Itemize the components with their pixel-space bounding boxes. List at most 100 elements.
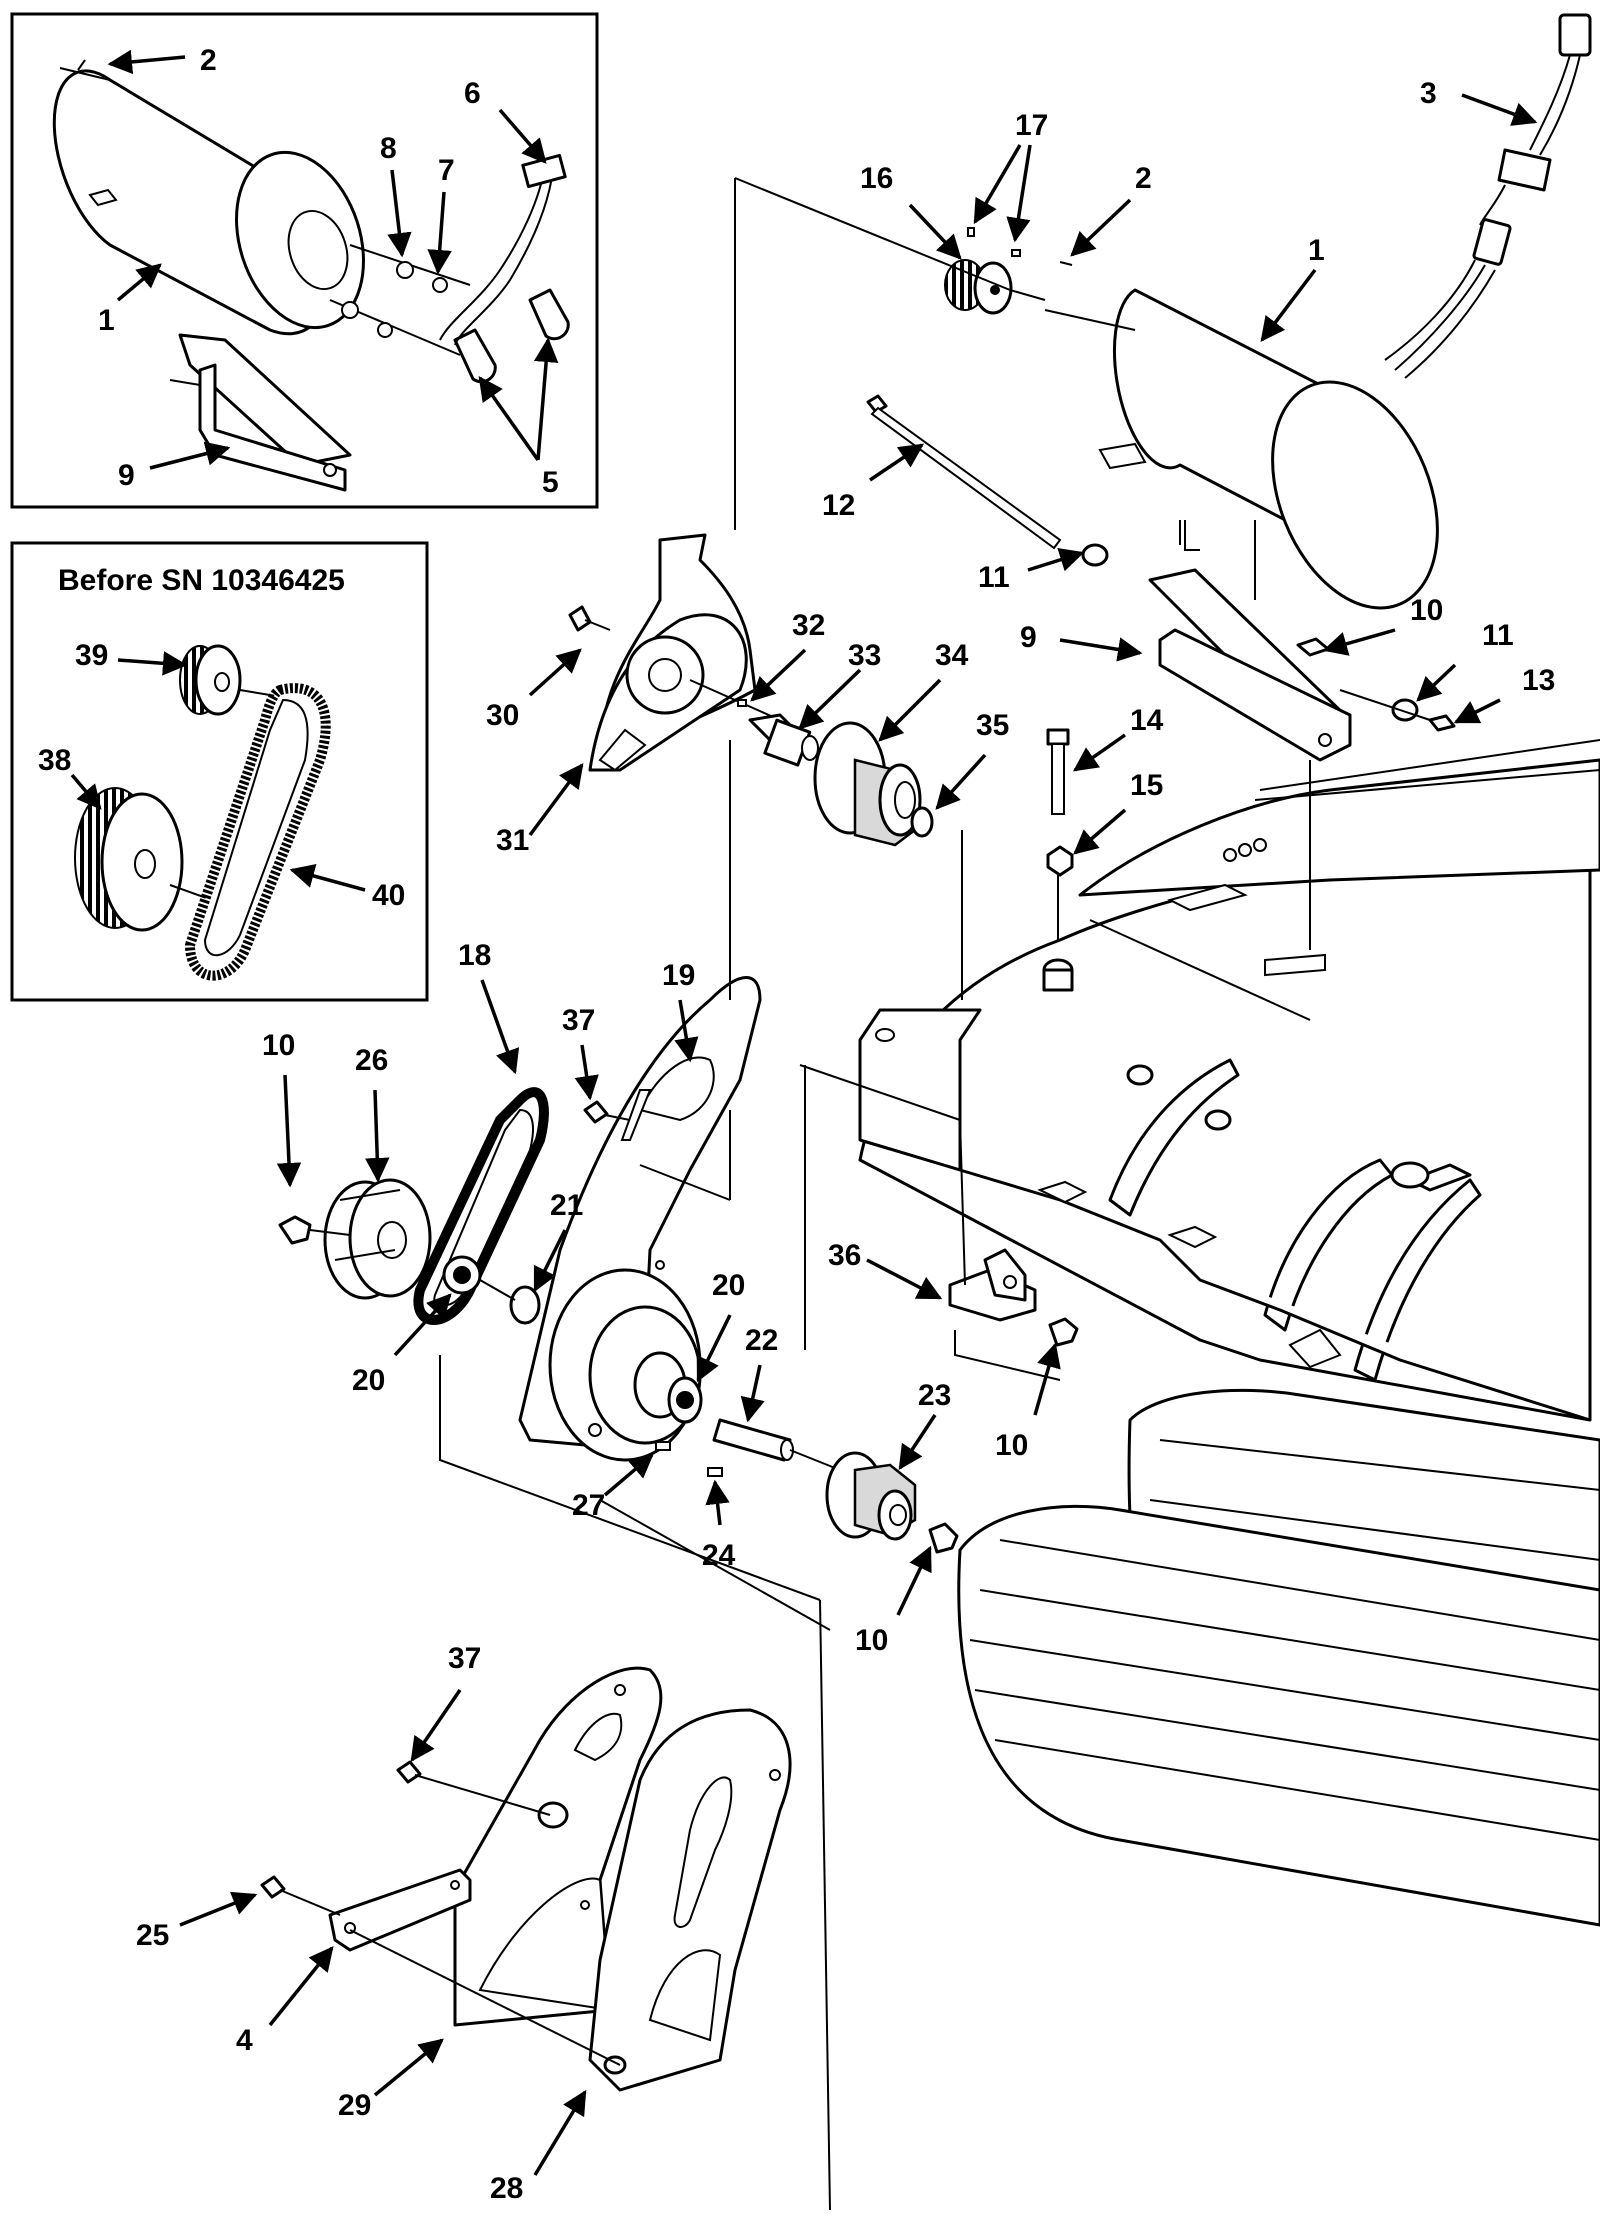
- callout-25: 25: [136, 1919, 169, 1952]
- o-ring-35: [910, 806, 934, 838]
- inset-title: Before SN 10346425: [58, 564, 345, 597]
- callout-20-right: 20: [712, 1269, 745, 1302]
- callout-19: 19: [662, 959, 695, 992]
- screw-25: [260, 1875, 341, 1916]
- screw-37a: [583, 1100, 631, 1124]
- callout-7-inset: 7: [438, 154, 455, 187]
- inset-frame-2: [10, 541, 429, 1002]
- inset-frame: [10, 12, 599, 509]
- screw-37b: [396, 1760, 551, 1816]
- spacer-21: [509, 1285, 541, 1325]
- callout-17: 17: [1015, 109, 1048, 142]
- bolt-10c: [928, 1522, 959, 1554]
- pulley-26: [278, 1178, 432, 1300]
- pin-32: [737, 699, 747, 707]
- bolt-10d: [1048, 1317, 1079, 1347]
- callout-34: 34: [935, 639, 969, 672]
- callout-16: 16: [860, 162, 893, 195]
- callout-5-inset: 5: [542, 466, 559, 499]
- pin-2: [1059, 261, 1073, 266]
- callout-10-top: 10: [1410, 594, 1443, 627]
- callout-9: 9: [1020, 621, 1037, 654]
- callout-27: 27: [572, 1489, 605, 1522]
- leader-lines: [439, 177, 1311, 2211]
- callout-4: 4: [236, 2024, 253, 2057]
- inset-before-sn: Before SN 10346425: [10, 541, 429, 1002]
- key-17a: [967, 227, 975, 237]
- callout-10-bottom: 10: [855, 1624, 888, 1657]
- nut-15: [1046, 845, 1074, 877]
- hub-33: [737, 699, 819, 767]
- callout-12: 12: [822, 489, 855, 522]
- callout-23: 23: [918, 1379, 951, 1412]
- callout-28: 28: [490, 2172, 523, 2205]
- bolt-12: [866, 394, 1109, 567]
- key-17b: [1011, 249, 1021, 257]
- bracket-9-inset: [169, 333, 352, 492]
- bolt-10b: [278, 1215, 312, 1245]
- callout-26: 26: [355, 1044, 388, 1077]
- washer-11: [1081, 543, 1109, 567]
- callout-1: 1: [1308, 234, 1325, 267]
- pulley-39: [179, 644, 242, 716]
- callout-6-inset: 6: [464, 77, 481, 110]
- callout-32: 32: [792, 609, 825, 642]
- coupling-34: [813, 721, 934, 847]
- callout-2: 2: [1135, 162, 1152, 195]
- bearing-20a: [442, 1255, 541, 1325]
- cover-31: [568, 533, 757, 772]
- callout-15: 15: [1130, 769, 1163, 802]
- callout-29: 29: [338, 2089, 371, 2122]
- washer-11b: [1391, 698, 1419, 722]
- bolt-14: [1046, 728, 1074, 940]
- cover-29: [453, 1666, 663, 2027]
- screw-30: [568, 605, 592, 632]
- callout-arrows: [70, 49, 1538, 2176]
- callout-39: 39: [75, 639, 108, 672]
- bracket-36: [948, 1248, 1079, 1347]
- callout-labels: 2 6 8 7 1 9 5 39 38 40 3 17 16 2 1 12 11…: [38, 44, 1555, 2205]
- nut-13: [1428, 714, 1456, 732]
- callout-3: 3: [1420, 77, 1437, 110]
- callout-38: 38: [38, 744, 71, 777]
- shaft-22: [655, 1376, 794, 1477]
- callout-20-left: 20: [352, 1364, 385, 1397]
- callout-14: 14: [1130, 704, 1164, 737]
- callout-1-inset: 1: [98, 304, 115, 337]
- callout-30: 30: [486, 699, 519, 732]
- motor-1-inset: [52, 67, 365, 336]
- callout-8-inset: 8: [380, 132, 397, 165]
- pulley-38: [74, 787, 184, 932]
- callout-22: 22: [745, 1324, 778, 1357]
- callout-10-mid: 10: [995, 1429, 1028, 1462]
- callout-31: 31: [496, 824, 529, 857]
- bracket-9: [1148, 520, 1352, 762]
- callout-36: 36: [828, 1239, 861, 1272]
- pulley-16: [944, 227, 1073, 315]
- key-27: [655, 1441, 671, 1451]
- drum-housing: [858, 739, 1600, 1422]
- harness-3: [1384, 13, 1592, 379]
- callout-37: 37: [562, 1004, 595, 1037]
- pulley-housing: [548, 1268, 702, 1462]
- callout-11: 11: [978, 561, 1010, 594]
- callout-24: 24: [702, 1539, 736, 1572]
- callout-21: 21: [550, 1189, 583, 1222]
- callout-40: 40: [372, 879, 405, 912]
- callout-35: 35: [976, 709, 1009, 742]
- bracket-fasteners: [1296, 637, 1456, 732]
- belt-40: [184, 683, 331, 981]
- callout-13: 13: [1522, 664, 1555, 697]
- bolt-10a: [1296, 637, 1330, 657]
- callout-10-left: 10: [262, 1029, 295, 1062]
- callout-11b: 11: [1482, 619, 1514, 652]
- callout-18: 18: [458, 939, 491, 972]
- callout-37-lower: 37: [448, 1642, 481, 1675]
- callout-33: 33: [848, 639, 881, 672]
- motor-1: [1044, 288, 1439, 610]
- plate-4: [328, 1868, 472, 1952]
- key-24: [707, 1467, 723, 1477]
- fasteners-inset: [77, 59, 570, 384]
- roller: [957, 1388, 1600, 1927]
